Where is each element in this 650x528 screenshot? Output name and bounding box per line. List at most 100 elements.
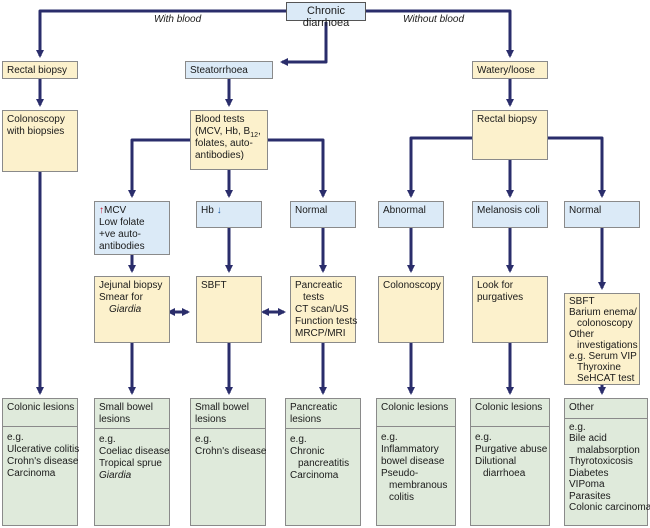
outcome-item: e.g. [195,434,212,445]
outcome-item: Purgative abuse [475,444,548,455]
colonoscopy-label: Colonoscopy [383,280,441,291]
outcome-item: Thyrotoxicosis [569,456,633,467]
colonoscopy-node: Colonoscopy [378,276,444,343]
outcome-head: lesions [195,414,227,425]
pt-line5: MRCP/MRI [295,328,346,339]
blood-tests-title: Blood tests [195,114,245,125]
low-folate-line: Low folate [99,217,145,228]
outcome-item: Dilutional [475,456,517,467]
arrow-bt-mcv [128,138,190,198]
melanosis-label: Melanosis coli [477,205,540,216]
auto-line: +ve auto- [99,229,141,240]
watery-node: Watery/loose [472,61,548,79]
outcome-item: Giardia [99,470,132,481]
sl-line5: investigations [577,340,638,351]
outcome-head: Colonic lesions [381,402,449,413]
abnormal-label: Abnormal [383,205,426,216]
without-blood-label: Without blood [403,14,465,25]
outcome-pancreatic: Pancreatic lesions e.g. Chronic pancreat… [285,398,361,526]
up-arrow-icon: ↑ [99,205,104,216]
outcome-item: Bile acid [569,433,607,444]
outcome-colonic-1: Colonic lesions e.g. Ulcerative colitis … [2,398,80,526]
outcome-item: colitis [389,492,415,503]
colonoscopy-line: Colonoscopy [7,114,65,125]
outcome-item: Tropical sprue [99,458,162,469]
sl-line4: Other [569,329,595,340]
outcome-item: e.g. [290,434,307,445]
rectal-biopsy-label: Rectal biopsy [7,65,68,76]
pt-line2: tests [303,292,325,303]
sl-line7: Thyroxine [577,362,621,373]
outcome-head: Small bowel [195,402,249,413]
sl-line2: Barium enema/ [569,307,637,318]
blood-tests-comma: , [258,126,261,137]
outcome-head: lesions [99,414,131,425]
outcome-item: e.g. [569,421,586,433]
outcome-item: diarrhoea [483,468,526,479]
outcome-item: Crohn's disease [7,456,79,467]
giardia-line: Giardia [109,304,142,315]
jejunal-line1: Jejunal biopsy [99,280,163,291]
rectal-biopsy-2-node: Rectal biopsy [472,110,548,160]
look-for-line1: Look for [477,280,514,291]
arrow-root-watery [366,9,514,58]
sl-line6: e.g. Serum VIP [569,351,637,362]
outcome-item: Parasites [569,490,611,502]
b12-subscript: 12 [250,132,258,139]
blood-tests-line3: folates, auto- [195,138,253,149]
down-arrow-icon: ↓ [216,205,222,216]
arrow-bt-normal [268,138,327,198]
abnormal-node: Abnormal [378,201,444,228]
outcome-item: Chronic [290,446,325,457]
outcome-item: Coeliac disease [99,446,170,457]
outcome-item: pancreatitis [298,458,350,469]
sbft-list-node: SBFT Barium enema/ colonoscopy Other inv… [564,293,640,385]
outcome-colonic-3: Colonic lesions e.g. Purgative abuse Dil… [470,398,550,526]
outcome-item: Colonic carcinoma [569,502,650,513]
arrow-rb-normal [548,136,606,198]
outcome-item: Ulcerative colitis [7,444,80,455]
normal-2-node: Normal [564,201,640,228]
outcome-head: Small bowel [99,402,153,413]
arrow-root-steatorrhoea [280,22,328,66]
outcome-head: Other [569,402,595,413]
mcv-label: MCV [104,205,127,216]
outcome-item: e.g. [475,432,492,443]
root-label: Chronic diarrhoea [302,5,350,29]
outcome-head: Colonic lesions [475,402,543,413]
hb-node: Hb ↓ [196,201,262,228]
outcome-item: e.g. [7,432,24,443]
pt-line4: Function tests [295,316,358,327]
outcome-colonic-2: Colonic lesions e.g. Inflammatory bowel … [376,398,456,526]
with-biopsies-line: with biopsies [7,126,65,137]
outcome-item: VIPoma [569,479,605,490]
sbft-label: SBFT [201,280,227,291]
outcome-item: Crohn's disease [195,446,267,457]
outcome-smallbowel-1: Small bowel lesions e.g. Coeliac disease… [94,398,170,526]
blood-tests-line4: antibodies) [195,150,244,161]
blood-tests-line2: (MCV, Hb, B [195,126,251,137]
arrow-root-rectal [36,9,286,58]
outcome-item: Carcinoma [7,468,56,479]
hb-label: Hb [201,205,214,216]
sl-line3: colonoscopy [577,318,633,329]
outcome-item: Diabetes [569,467,609,479]
root-node: Chronic diarrhoea [286,2,366,29]
outcome-item: e.g. [99,434,116,445]
outcome-head: Pancreatic [290,402,338,413]
melanosis-node: Melanosis coli [472,201,548,228]
outcome-item: membranous [389,480,448,491]
rectal-biopsy-node: Rectal biopsy [2,61,78,79]
normal-1-label: Normal [295,205,328,216]
with-blood-label: With blood [154,14,202,25]
sl-line1: SBFT [569,296,595,307]
steatorrhoea-node: Steatorrhoea [185,61,273,79]
outcome-item: bowel disease [381,456,445,467]
outcome-head: lesions [290,414,322,425]
mcv-node: ↑MCV Low folate +ve auto- antibodies [94,201,170,255]
outcome-item: malabsorption [577,444,640,456]
outcome-item: e.g. [381,432,398,443]
outcome-head: Colonic lesions [7,402,75,413]
colonoscopy-biopsies-node: Colonoscopy with biopsies [2,110,78,172]
